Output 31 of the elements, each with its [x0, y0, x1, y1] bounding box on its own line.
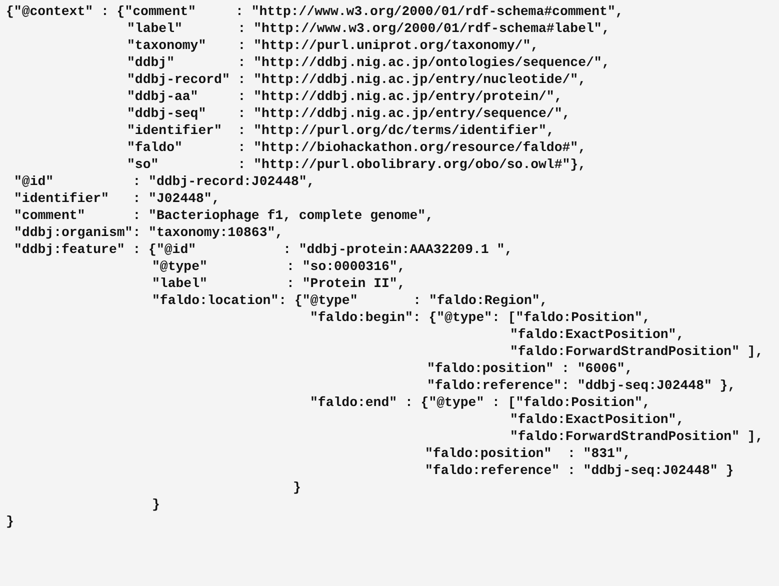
code-line: "label" : "Protein II", [152, 276, 406, 292]
code-line: "ddbj-record" : "http://ddbj.nig.ac.jp/entry/nucleotide/", [127, 72, 586, 88]
code-line: } [6, 514, 14, 530]
code-line: "faldo:ExactPosition", [510, 327, 684, 343]
code-line: "taxonomy" : "http://purl.uniprot.org/taxonomy/", [127, 38, 539, 54]
code-line: "faldo:reference": "ddbj-seq:J02448" }, [427, 378, 736, 394]
code-line: "ddbj" : "http://ddbj.nig.ac.jp/ontologies/sequence/", [127, 55, 610, 71]
code-line: "ddbj:feature" : {"@id" : "ddbj-protein:AAA32209.1 ", [14, 242, 513, 258]
code-line: "ddbj-seq" : "http://ddbj.nig.ac.jp/entry/sequence/", [127, 106, 570, 122]
code-line: } [293, 480, 301, 496]
code-line: "faldo:ForwardStrandPosition" ], [510, 429, 764, 445]
code-line: "faldo:ExactPosition", [510, 412, 684, 428]
code-line: } [152, 497, 160, 513]
code-line: "faldo" : "http://biohackathon.org/resource/faldo#", [127, 140, 586, 156]
code-line: "faldo:position" : "831", [425, 446, 631, 462]
code-line: "identifier" : "J02448", [14, 191, 220, 207]
code-line: "identifier" : "http://purl.org/dc/terms/identifier", [127, 123, 554, 139]
code-line: "so" : "http://purl.obolibrary.org/obo/so.owl#"}, [127, 157, 586, 173]
code-line: "faldo:ForwardStrandPosition" ], [510, 344, 764, 360]
code-line: "faldo:reference" : "ddbj-seq:J02448" } [425, 463, 734, 479]
code-line: "ddbj:organism": "taxonomy:10863", [14, 225, 284, 241]
code-line: "label" : "http://www.w3.org/2000/01/rdf-schema#label", [127, 21, 610, 37]
code-line: "faldo:begin": {"@type": ["faldo:Position", [310, 310, 650, 326]
code-line: "faldo:position" : "6006", [427, 361, 633, 377]
code-line: "@type" : "so:0000316", [152, 259, 406, 275]
code-line: "ddbj-aa" : "http://ddbj.nig.ac.jp/entry/protein/", [127, 89, 562, 105]
code-line: "@id" : "ddbj-record:J02448", [14, 174, 315, 190]
code-line: {"@context" : {"comment" : "http://www.w3.org/2000/01/rdf-schema#comment", [6, 4, 624, 20]
code-line: "faldo:location": {"@type" : "faldo:Region", [152, 293, 548, 309]
code-line: "comment" : "Bacteriophage f1, complete genome", [14, 208, 434, 224]
code-line: "faldo:end" : {"@type" : ["faldo:Position", [310, 395, 650, 411]
